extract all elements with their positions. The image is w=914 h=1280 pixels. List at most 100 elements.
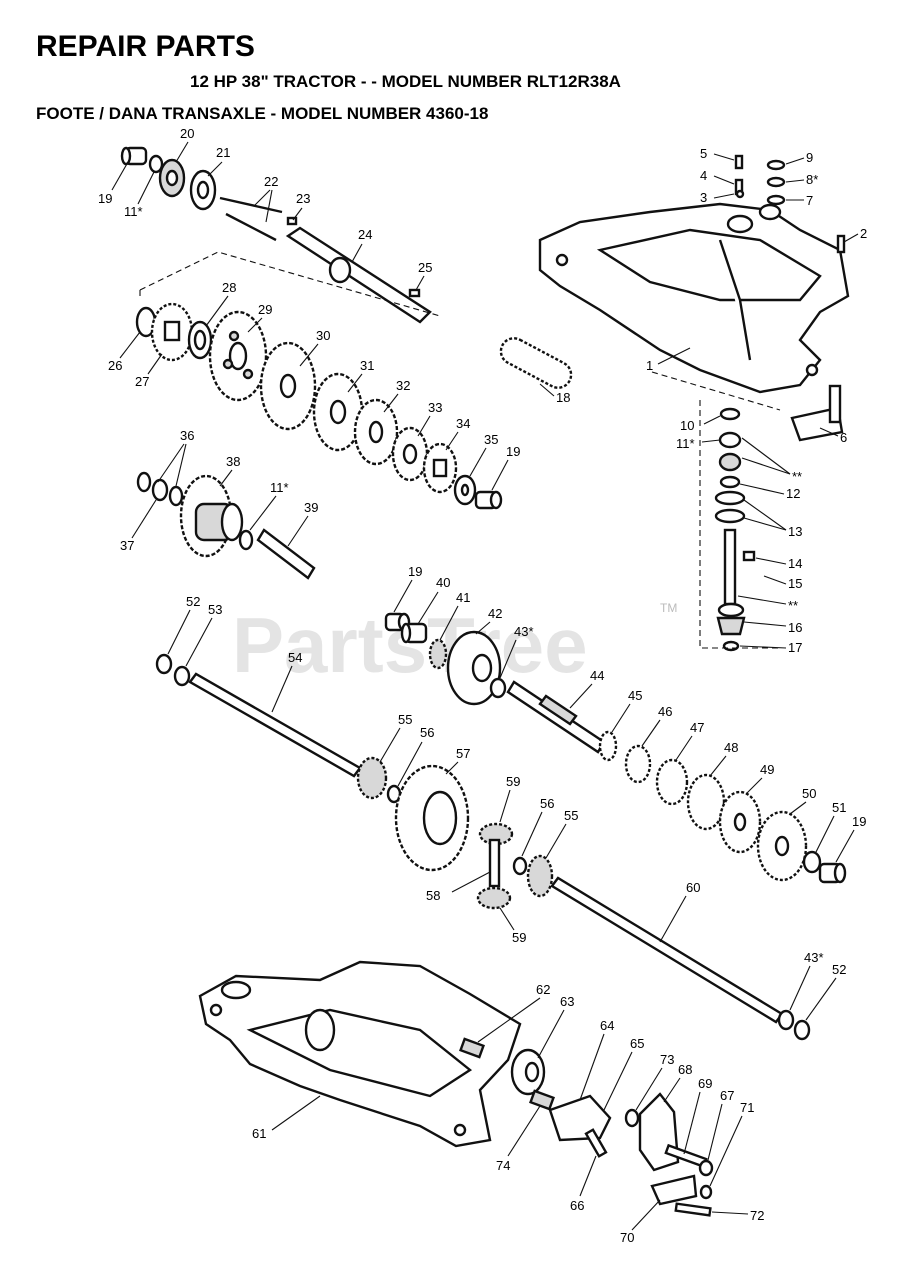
part-19-bushing-right[interactable] <box>818 862 847 884</box>
part-59-pinion-bottom[interactable] <box>476 886 512 910</box>
part-2-bolt[interactable] <box>836 234 846 254</box>
label-27: 27 <box>135 374 149 389</box>
part-43-washer[interactable] <box>489 677 507 699</box>
part-72-bolt[interactable] <box>674 1202 712 1217</box>
label-11-right: 11* <box>676 436 695 451</box>
label-11-mid: 11* <box>270 480 289 495</box>
part-49-gear[interactable] <box>718 790 762 854</box>
part-53-washer[interactable] <box>173 665 191 687</box>
label-14: 14 <box>788 556 802 571</box>
label-5: 5 <box>700 146 707 161</box>
part-70-bracket[interactable] <box>650 1174 698 1206</box>
part-32-gear[interactable] <box>353 398 399 466</box>
label-56: 56 <box>420 725 434 740</box>
part-28-bearing[interactable] <box>187 320 213 360</box>
label-17: 17 <box>788 640 802 655</box>
part-24-shaft[interactable] <box>285 226 432 324</box>
part-58-pin[interactable] <box>488 838 501 888</box>
part-39-shaft[interactable] <box>256 528 316 580</box>
label-52: 52 <box>186 594 200 609</box>
label-51: 51 <box>832 800 846 815</box>
part-60-axle-shaft[interactable] <box>550 876 784 1024</box>
part-20-gear[interactable] <box>158 158 186 198</box>
part-44-shaft[interactable] <box>506 680 606 754</box>
part-11-washer-top[interactable] <box>148 154 164 174</box>
part-61-lower-housing[interactable] <box>198 960 522 1148</box>
label-21: 21 <box>216 145 230 160</box>
part-51-washer[interactable] <box>802 850 822 874</box>
part-7-washer[interactable] <box>766 194 786 206</box>
part-54-axle-shaft[interactable] <box>188 672 362 778</box>
part-57-ring-gear[interactable] <box>394 764 470 872</box>
part-11-bearing[interactable] <box>718 431 742 449</box>
part-11-washer-mid[interactable] <box>238 529 254 551</box>
part-29-gear[interactable] <box>208 310 268 402</box>
part-10-washer[interactable] <box>719 407 741 421</box>
part-13-washer-b[interactable] <box>714 508 746 524</box>
part-46-gear[interactable] <box>624 744 652 784</box>
part-68-lever[interactable] <box>638 1092 680 1172</box>
label-52-b: 52 <box>832 962 846 977</box>
part-73-washer[interactable] <box>624 1108 640 1128</box>
label-57: 57 <box>456 746 470 761</box>
part-33-gear[interactable] <box>391 426 429 482</box>
part-5-pin[interactable] <box>734 154 744 170</box>
part-18-chain[interactable] <box>496 334 575 393</box>
part-38-cluster-gear[interactable] <box>179 474 244 558</box>
part-41-sprocket[interactable] <box>428 638 448 670</box>
part-6-bracket[interactable] <box>790 384 844 442</box>
part-62-pad[interactable] <box>459 1037 485 1059</box>
part-35-washer[interactable] <box>453 474 477 506</box>
watermark-tm: TM <box>660 601 677 615</box>
part-71-nut[interactable] <box>699 1184 713 1200</box>
label-23: 23 <box>296 191 310 206</box>
label-13: 13 <box>788 524 802 539</box>
part-36-washer-b[interactable] <box>168 485 184 507</box>
part-56-washer-b[interactable] <box>512 856 528 876</box>
part-34-gear[interactable] <box>422 442 458 494</box>
part-8-oring[interactable] <box>766 176 786 188</box>
part-43-washer-b[interactable] <box>777 1009 795 1031</box>
part-42-brake-disc[interactable] <box>446 630 502 706</box>
part-bearing-star[interactable] <box>718 452 742 472</box>
part-66-pin[interactable] <box>584 1128 608 1158</box>
part-31-gear[interactable] <box>312 372 364 452</box>
part-27-sprocket[interactable] <box>150 302 194 362</box>
part-55-bevel-gear[interactable] <box>356 756 388 800</box>
label-59-b: 59 <box>512 930 526 945</box>
part-52-snap-ring-b[interactable] <box>793 1019 811 1041</box>
part-74-pad[interactable] <box>529 1089 555 1111</box>
part-22-keys[interactable] <box>219 196 283 242</box>
label-39: 39 <box>304 500 318 515</box>
part-40-bearing[interactable] <box>400 622 428 644</box>
label-1: 1 <box>646 358 653 373</box>
part-19-bushing-mid[interactable] <box>474 490 503 510</box>
part-47-gear[interactable] <box>655 758 689 806</box>
part-16-bevel-gear[interactable] <box>716 602 746 636</box>
part-15-shaft[interactable] <box>723 528 737 606</box>
part-21-bearing[interactable] <box>189 169 217 211</box>
part-23-key[interactable] <box>286 216 298 226</box>
part-67-washer[interactable] <box>698 1159 714 1177</box>
part-55-bevel-gear-b[interactable] <box>526 854 554 898</box>
part-37-washer[interactable] <box>151 478 169 502</box>
part-25-key[interactable] <box>408 288 421 298</box>
part-3-ball[interactable] <box>735 189 745 199</box>
part-12-washer[interactable] <box>719 475 741 489</box>
part-13-washer[interactable] <box>714 490 746 506</box>
part-14-key[interactable] <box>742 550 756 562</box>
part-1-upper-housing[interactable] <box>538 202 850 394</box>
part-30-gear[interactable] <box>259 341 317 431</box>
part-50-gear[interactable] <box>756 810 808 882</box>
part-9-washer[interactable] <box>766 159 786 171</box>
part-48-gear[interactable] <box>686 773 726 831</box>
part-64-caliper[interactable] <box>548 1094 612 1142</box>
part-63-brake-disc[interactable] <box>510 1048 546 1096</box>
part-19-bushing-top[interactable] <box>120 146 148 166</box>
part-45-gear[interactable] <box>598 730 618 762</box>
part-36-washer[interactable] <box>136 471 152 493</box>
label-47: 47 <box>690 720 704 735</box>
part-17-ring[interactable] <box>722 640 740 652</box>
part-52-snap-ring[interactable] <box>155 653 173 675</box>
